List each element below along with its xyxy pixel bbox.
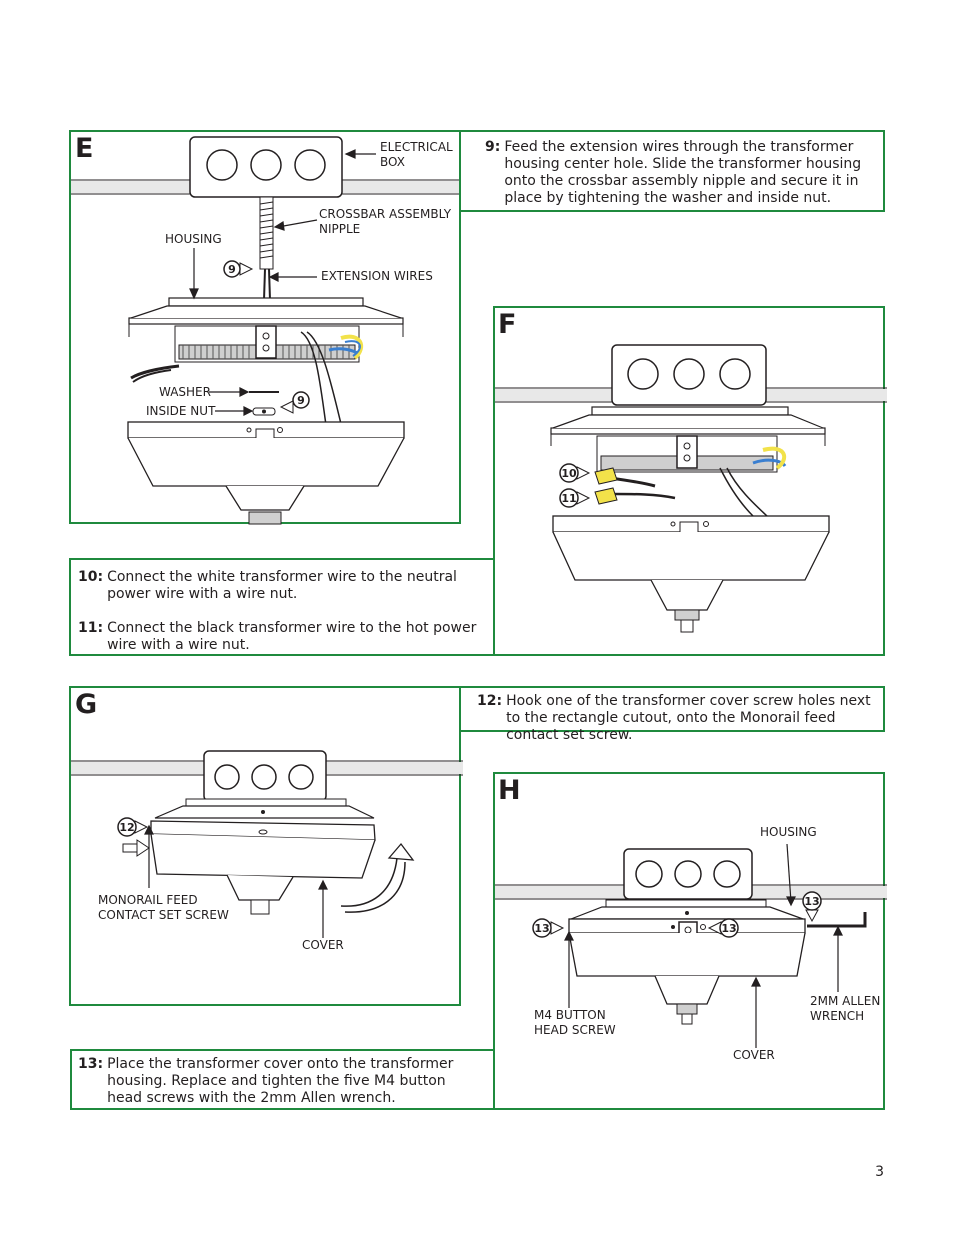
panel-h: H 13 (493, 772, 887, 1110)
panel-letter-g: G (75, 689, 98, 720)
label-inside-nut: INSIDE NUT (146, 404, 216, 418)
step-10-11-box: 10:Connect the white transformer wire to… (69, 558, 495, 656)
svg-text:13: 13 (721, 922, 736, 935)
svg-text:11: 11 (561, 492, 576, 505)
svg-text:9: 9 (228, 263, 236, 276)
diagram-e: 9 9 (71, 136, 463, 525)
panel-letter-h: H (498, 775, 521, 806)
panel-e: E (69, 130, 463, 525)
panel-f: F 10 (493, 306, 887, 656)
step-11-number: 11: (78, 620, 104, 636)
step-9-number: 9: (485, 139, 501, 155)
page-number: 3 (875, 1164, 884, 1180)
svg-text:13: 13 (534, 922, 549, 935)
label-washer: WASHER (159, 385, 211, 399)
svg-text:13: 13 (804, 895, 819, 908)
callout-9-top: 9 (223, 260, 254, 278)
step-9-text: Feed the extension wires through the tra… (504, 139, 862, 206)
callout-13-right: 13 (802, 891, 822, 923)
label-cover: COVER (302, 938, 344, 952)
label-extension-wires: EXTENSION WIRES (321, 269, 433, 283)
callout-11: 11 (559, 488, 591, 508)
callout-9-bottom: 9 (279, 391, 310, 414)
step-13-text: Place the transformer cover onto the tra… (107, 1056, 454, 1106)
step-10-text: Connect the white transformer wire to th… (107, 569, 457, 602)
callout-13-left: 13 (532, 918, 565, 938)
label-housing-h: HOUSING (760, 825, 817, 839)
svg-text:10: 10 (561, 467, 577, 480)
label-housing: HOUSING (165, 232, 222, 246)
diagram-h: 13 13 13 (495, 843, 887, 1048)
step-12: 12:Hook one of the transformer cover scr… (477, 693, 877, 744)
step-10: 10:Connect the white transformer wire to… (78, 569, 478, 603)
step-9: 9:Feed the extension wires through the t… (485, 139, 875, 207)
svg-text:9: 9 (297, 394, 305, 407)
step-9-box: 9:Feed the extension wires through the t… (459, 130, 885, 212)
step-12-box: 12:Hook one of the transformer cover scr… (459, 686, 885, 743)
step-11: 11:Connect the black transformer wire to… (78, 620, 478, 654)
step-13-box: 13:Place the transformer cover onto the … (70, 1049, 495, 1110)
step-13-number: 13: (78, 1056, 104, 1072)
step-12-number: 12: (477, 693, 503, 709)
step-11-text: Connect the black transformer wire to th… (107, 620, 477, 653)
callout-13-center: 13 (707, 918, 739, 938)
diagram-g: 12 (71, 750, 463, 938)
step-13: 13:Place the transformer cover onto the … (78, 1056, 478, 1107)
callout-12: 12 (117, 817, 149, 837)
step-12-text: Hook one of the transformer cover screw … (506, 693, 871, 743)
diagram-f: 10 11 (495, 344, 887, 633)
svg-text:12: 12 (119, 821, 134, 834)
callout-10: 10 (559, 463, 591, 483)
step-10-number: 10: (78, 569, 104, 585)
panel-letter-f: F (498, 309, 517, 340)
label-cover-h: COVER (733, 1048, 775, 1062)
panel-letter-e: E (75, 133, 94, 164)
